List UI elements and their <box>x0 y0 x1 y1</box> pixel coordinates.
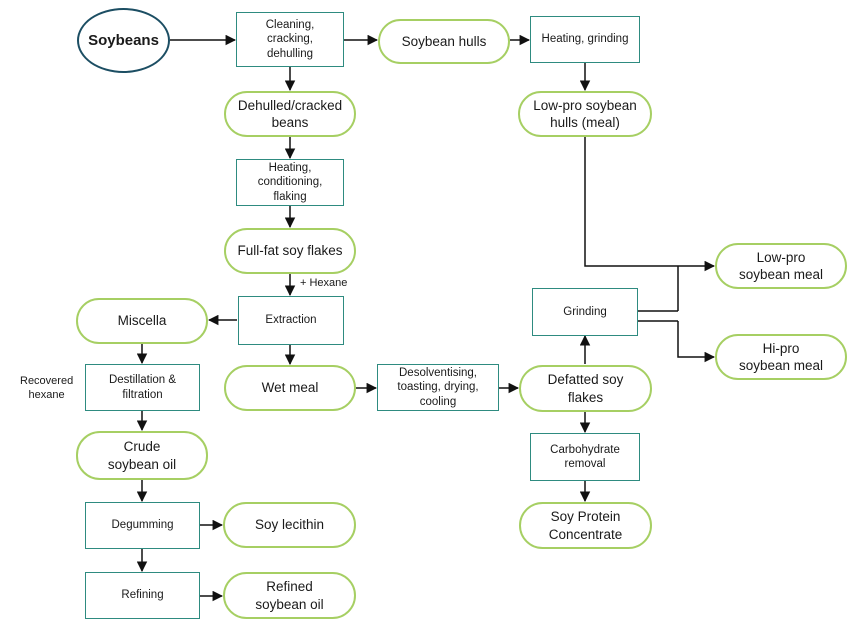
extraction-node: Extraction <box>238 296 344 345</box>
defatted-flakes-node: Defatted soy flakes <box>519 365 652 412</box>
recovered-hexane-label: Recovered hexane <box>20 375 74 401</box>
soybeans-label: Soybeans <box>88 32 159 49</box>
destillation-node: Destillation & filtration <box>85 364 200 411</box>
soybean-hulls-node: Soybean hulls <box>378 19 510 64</box>
lowpro-hulls-label: Low-pro soybean hulls (meal) <box>533 97 637 130</box>
hipro-meal-label: Hi-pro soybean meal <box>738 340 824 373</box>
miscella-label: Miscella <box>117 313 167 329</box>
arrow-grinding-to-hipro <box>677 321 716 363</box>
lowpro-meal-node: Low-pro soybean meal <box>715 243 847 289</box>
degumming-node: Degumming <box>85 502 200 549</box>
heating-conditioning-node: Heating, conditioning, flaking <box>236 159 344 206</box>
soy-lecithin-label: Soy lecithin <box>254 517 325 533</box>
soy-protein-concentrate-label: Soy Protein Concentrate <box>548 509 623 542</box>
defatted-flakes-label: Defatted soy flakes <box>547 372 624 405</box>
grinding-node: Grinding <box>532 288 638 336</box>
soybean-hulls-label: Soybean hulls <box>401 33 487 49</box>
fullfat-flakes-node: Full-fat soy flakes <box>224 228 356 274</box>
hexane-label: + Hexane <box>300 277 348 289</box>
arrow-lowpro-hulls-to-lowpro-meal <box>584 137 716 272</box>
cleaning-node: Cleaning, cracking, dehulling <box>236 12 344 67</box>
lowpro-meal-label: Low-pro soybean meal <box>738 249 824 282</box>
cleaning-label: Cleaning, cracking, dehulling <box>265 18 315 60</box>
soy-lecithin-node: Soy lecithin <box>223 502 356 548</box>
soy-protein-concentrate-node: Soy Protein Concentrate <box>519 502 652 549</box>
wet-meal-node: Wet meal <box>224 365 356 411</box>
heating-grinding-label: Heating, grinding <box>541 33 629 46</box>
refined-oil-node: Refined soybean oil <box>223 572 356 619</box>
wet-meal-label: Wet meal <box>261 380 319 396</box>
soybeans-node: Soybeans <box>77 8 170 73</box>
refined-oil-label: Refined soybean oil <box>255 579 324 612</box>
desolventising-label: Desolventising, toasting, drying, coolin… <box>397 366 479 408</box>
fullfat-flakes-label: Full-fat soy flakes <box>237 243 343 259</box>
refining-label: Refining <box>121 589 164 602</box>
heating-grinding-node: Heating, grinding <box>530 16 640 63</box>
grinding-label: Grinding <box>563 305 607 318</box>
desolventising-node: Desolventising, toasting, drying, coolin… <box>377 364 499 411</box>
dehulled-beans-node: Dehulled/cracked beans <box>224 91 356 137</box>
heating-conditioning-label: Heating, conditioning, flaking <box>257 161 323 203</box>
crude-oil-node: Crude soybean oil <box>76 431 208 480</box>
hipro-meal-node: Hi-pro soybean meal <box>715 334 847 380</box>
destillation-label: Destillation & filtration <box>108 374 177 401</box>
refining-node: Refining <box>85 572 200 619</box>
crude-oil-label: Crude soybean oil <box>107 439 177 472</box>
miscella-node: Miscella <box>76 298 208 344</box>
carbohydrate-removal-node: Carbohydrate removal <box>530 433 640 481</box>
carbohydrate-removal-label: Carbohydrate removal <box>550 443 620 470</box>
degumming-label: Degumming <box>111 519 174 532</box>
dehulled-beans-label: Dehulled/cracked beans <box>237 97 343 130</box>
lowpro-hulls-node: Low-pro soybean hulls (meal) <box>518 91 652 137</box>
extraction-label: Extraction <box>265 314 317 327</box>
